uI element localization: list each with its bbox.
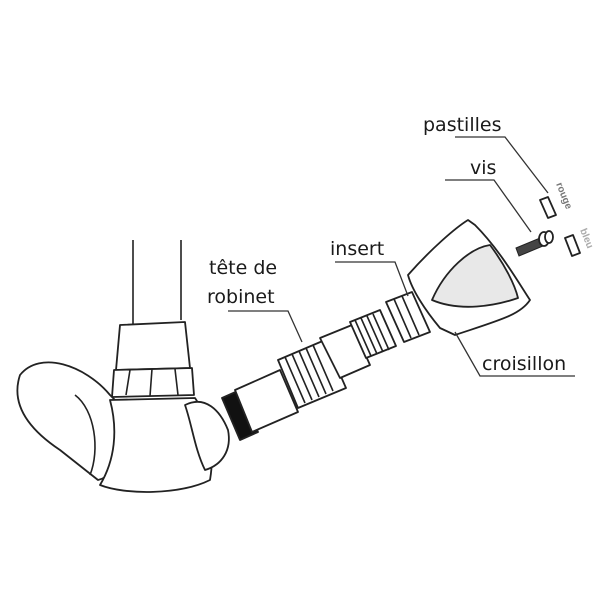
leader-insert [335,261,409,297]
leader-vis [445,179,532,233]
faucet-body [16,240,230,493]
label-tete-line2: robinet [207,286,275,308]
leader-pastilles [455,136,549,194]
label-bleu: bleu [577,227,595,250]
label-pastilles: pastilles [423,114,501,136]
leader-croisillon [454,331,575,377]
label-rouge: rouge [553,181,574,211]
leader-tete [228,310,303,343]
caps-part [539,196,581,257]
croisillon-handle [407,219,531,336]
label-tete-line1: tête de [209,257,277,279]
label-insert: insert [330,238,384,260]
insert-part [385,291,431,343]
label-croisillon: croisillon [482,353,566,375]
screw-part [515,230,554,257]
label-vis: vis [470,157,496,179]
valve-head [221,309,397,441]
